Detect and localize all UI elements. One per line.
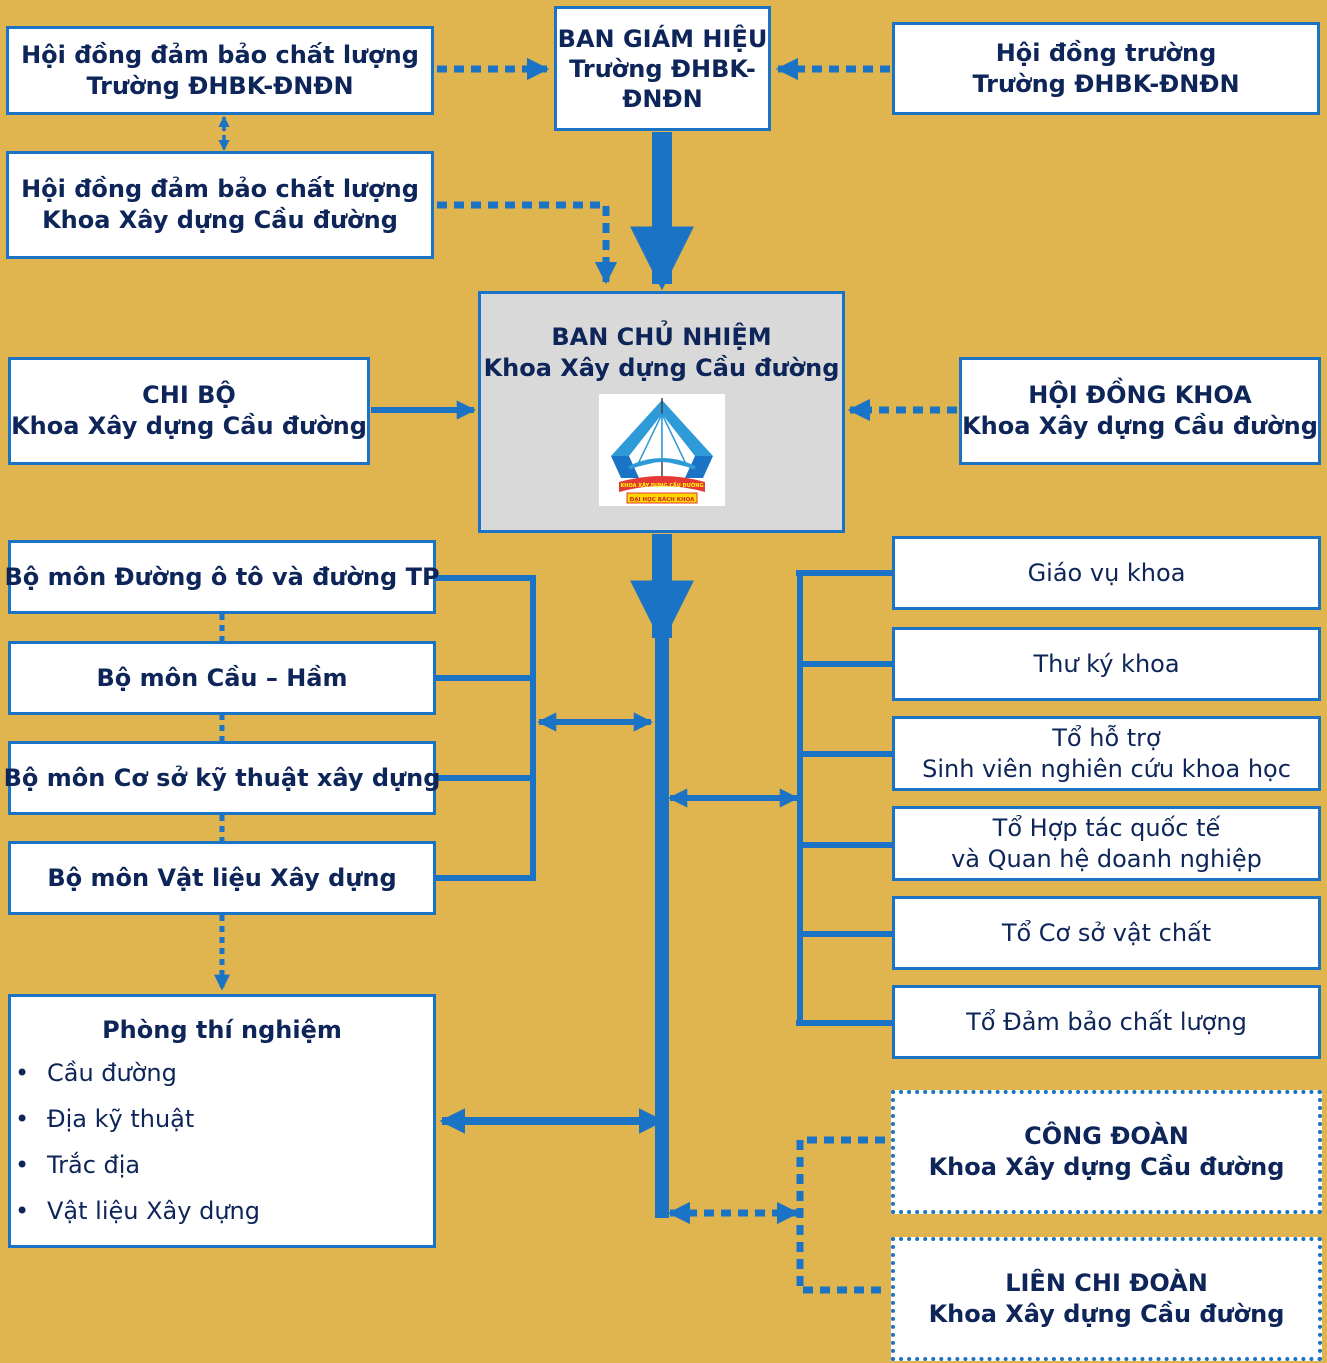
bullet-icon: • <box>15 1105 30 1133</box>
department-box-1: Bộ môn Đường ô tô và đường TP <box>4 540 440 614</box>
department-label: Bộ môn Vật liệu Xây dựng <box>47 863 397 892</box>
bullet-icon: • <box>15 1059 30 1087</box>
party-cell-box: CHI BỘ Khoa Xây dựng Cầu đường <box>8 357 370 465</box>
trade-union-line-2: Khoa Xây dựng Cầu đường <box>928 1153 1285 1181</box>
unions-bracket <box>796 1136 885 1294</box>
dean-board-line-1: BAN CHỦ NHIỆM <box>551 323 772 351</box>
logo-text-top: KHOA XÂY DỰNG CẦU ĐƯỜNG <box>620 480 703 489</box>
rector-board-line-2: Trường ĐHBK- <box>569 54 756 83</box>
qa-faculty-to-center-connector <box>437 201 618 285</box>
rector-board-line-1: BAN GIÁM HIỆU <box>557 24 768 53</box>
party-cell-line-1: CHI BỘ <box>142 381 236 409</box>
department-label: Bộ môn Cơ sở kỹ thuật xây dựng <box>3 763 441 792</box>
support-unit-label: Tổ Đảm bảo chất lượng <box>966 1007 1247 1036</box>
dean-board-line-2: Khoa Xây dựng Cầu đường <box>483 354 840 382</box>
laboratory-title: Phòng thí nghiệm <box>102 1016 342 1044</box>
support-unit-box-5: Tổ Cơ sở vật chất <box>892 896 1321 970</box>
youth-union-box: LIÊN CHI ĐOÀN Khoa Xây dựng Cầu đường <box>891 1237 1322 1361</box>
support-unit-label-1: Tổ hỗ trợ <box>1052 723 1161 752</box>
lab-item-label: Vật liệu Xây dựng <box>47 1197 260 1225</box>
departments-bracket <box>436 575 536 881</box>
qa-university-line-2: Trường ĐHBK-ĐNĐN <box>86 71 354 100</box>
rector-board-box: BAN GIÁM HIỆU Trường ĐHBK- ĐNĐN <box>554 6 771 131</box>
faculty-council-line-2: Khoa Xây dựng Cầu đường <box>962 412 1318 440</box>
list-item: • Cầu đường <box>15 1058 433 1089</box>
department-box-3: Bộ môn Cơ sở kỹ thuật xây dựng <box>4 741 440 815</box>
laboratory-list: • Cầu đường • Địa kỹ thuật • Trắc địa • Vật … <box>11 1058 433 1242</box>
department-box-2: Bộ môn Cầu – Hầm <box>8 641 436 715</box>
support-unit-box-1: Giáo vụ khoa <box>892 536 1321 610</box>
qa-university-box: Hội đồng đảm bảo chất lượng Trường ĐHBK-… <box>6 26 434 115</box>
laboratory-box: Phòng thí nghiệm • Cầu đường • Địa kỹ thuậ… <box>8 994 436 1248</box>
list-item: • Trắc địa <box>15 1150 433 1181</box>
qa-university-line-1: Hội đồng đảm bảo chất lượng <box>21 40 419 69</box>
lab-item-label: Địa kỹ thuật <box>47 1105 195 1133</box>
department-label: Bộ môn Cầu – Hầm <box>96 663 348 692</box>
list-item: • Vật liệu Xây dựng <box>15 1196 433 1227</box>
logo-text-bottom: ĐẠI HỌC BÁCH KHOA <box>629 496 694 503</box>
party-cell-line-2: Khoa Xây dựng Cầu đường <box>11 412 367 440</box>
university-council-line-1: Hội đồng trường <box>995 38 1217 67</box>
support-unit-box-2: Thư ký khoa <box>892 627 1321 701</box>
bullet-icon: • <box>15 1197 30 1225</box>
trade-union-box: CÔNG ĐOÀN Khoa Xây dựng Cầu đường <box>891 1090 1322 1214</box>
lab-item-label: Cầu đường <box>47 1059 177 1087</box>
support-unit-label-1: Tổ Hợp tác quốc tế <box>992 813 1221 842</box>
support-unit-box-6: Tổ Đảm bảo chất lượng <box>892 985 1321 1059</box>
support-unit-label-2: và Quan hệ doanh nghiệp <box>951 844 1262 873</box>
youth-union-line-2: Khoa Xây dựng Cầu đường <box>928 1300 1285 1328</box>
list-item: • Địa kỹ thuật <box>15 1104 433 1135</box>
dean-board-box: BAN CHỦ NHIỆM Khoa Xây dựng Cầu đường KH… <box>478 291 845 533</box>
support-unit-box-3: Tổ hỗ trợ Sinh viên nghiên cứu khoa học <box>892 716 1321 791</box>
faculty-council-box: HỘI ĐỒNG KHOA Khoa Xây dựng Cầu đường <box>959 357 1321 465</box>
youth-union-line-1: LIÊN CHI ĐOÀN <box>1005 1269 1208 1297</box>
support-unit-box-4: Tổ Hợp tác quốc tế và Quan hệ doanh nghi… <box>892 806 1321 881</box>
support-unit-label: Tổ Cơ sở vật chất <box>1001 918 1212 947</box>
support-unit-label: Giáo vụ khoa <box>1027 558 1186 587</box>
qa-faculty-line-2: Khoa Xây dựng Cầu đường <box>42 206 398 234</box>
support-unit-label: Thư ký khoa <box>1033 649 1180 678</box>
faculty-council-line-1: HỘI ĐỒNG KHOA <box>1028 381 1252 409</box>
support-unit-label-2: Sinh viên nghiên cứu khoa học <box>922 754 1291 783</box>
qa-faculty-box: Hội đồng đảm bảo chất lượng Khoa Xây dựn… <box>6 151 434 259</box>
qa-faculty-line-1: Hội đồng đảm bảo chất lượng <box>21 175 419 203</box>
university-council-box: Hội đồng trường Trường ĐHBK-ĐNĐN <box>892 22 1320 115</box>
bullet-icon: • <box>15 1151 30 1179</box>
department-box-4: Bộ môn Vật liệu Xây dựng <box>8 841 436 915</box>
rector-board-line-3: ĐNĐN <box>622 84 703 113</box>
trade-union-line-1: CÔNG ĐOÀN <box>1024 1122 1189 1150</box>
lab-item-label: Trắc địa <box>47 1151 141 1179</box>
faculty-logo-icon: KHOA XÂY DỰNG CẦU ĐƯỜNG ĐẠI HỌC BÁCH KHO… <box>598 394 725 506</box>
university-council-line-2: Trường ĐHBK-ĐNĐN <box>972 69 1240 98</box>
department-label: Bộ môn Đường ô tô và đường TP <box>4 562 440 591</box>
